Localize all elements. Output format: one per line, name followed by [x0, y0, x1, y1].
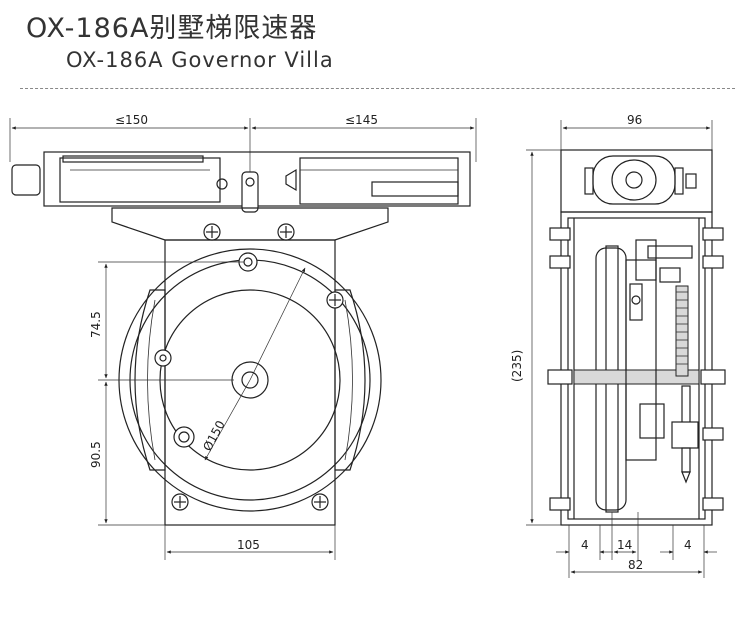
side-bottom-dimension: [556, 512, 717, 578]
dim-side-total-height: (235): [510, 350, 524, 382]
title-chinese: OX-186A别墅梯限速器: [26, 13, 318, 44]
side-sheave: [573, 239, 700, 513]
front-left-dimension: [98, 261, 244, 526]
dim-upper-height: 74.5: [89, 311, 103, 338]
side-height-dimension: [526, 149, 561, 526]
dim-front-right-width: ≤145: [345, 113, 378, 127]
side-view: 96: [510, 113, 726, 578]
dim-front-left-width: ≤150: [115, 113, 148, 127]
front-bolts: [154, 223, 344, 511]
dim-lower-height: 90.5: [89, 441, 103, 468]
side-top-dimension: [560, 120, 713, 150]
side-housing: [560, 149, 713, 213]
dim-base-width: 105: [237, 538, 260, 552]
header-divider: [20, 88, 735, 89]
title-english: OX-186A Governor Villa: [66, 48, 334, 72]
side-spring-mechanism: [639, 245, 699, 484]
dim-side-top-width: 96: [627, 113, 642, 127]
dim-side-gap-left: 4: [581, 538, 589, 552]
front-view: ≤150 ≤145: [9, 113, 477, 560]
dim-sheave-diameter: Ø150: [200, 418, 228, 453]
front-bottom-dimension: [164, 525, 336, 560]
switch-housing: [11, 151, 471, 213]
front-top-dimension: [9, 118, 477, 180]
side-frame: [547, 211, 726, 526]
dim-side-gap-right: 4: [684, 538, 692, 552]
dim-side-sheave-width: 14: [617, 538, 632, 552]
dim-side-base-width: 82: [628, 558, 643, 572]
